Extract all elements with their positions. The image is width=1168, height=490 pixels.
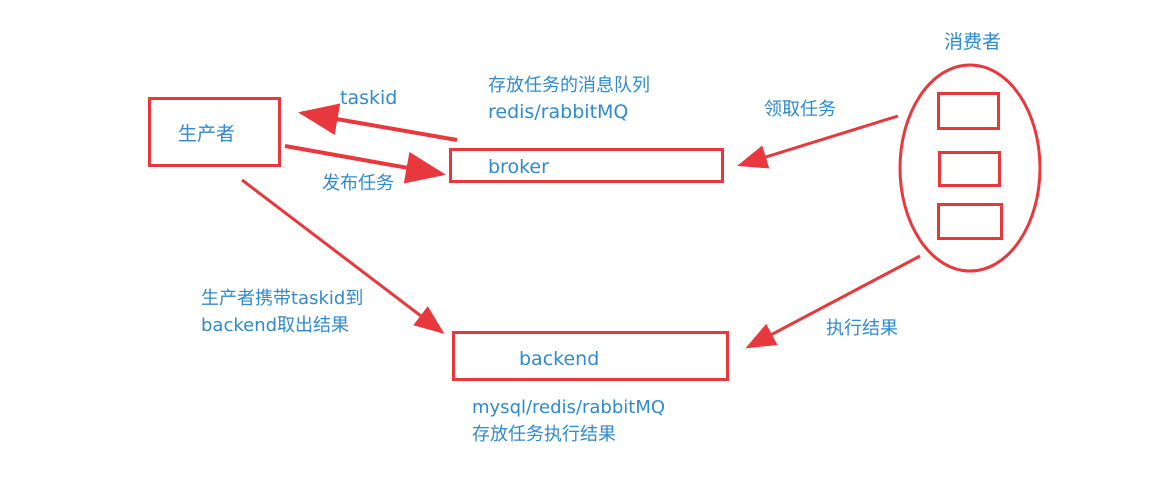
backend-label: backend [519,348,600,370]
broker-desc-line2: redis/rabbitMQ [488,101,629,123]
backend-box [452,331,729,381]
arrow-broker-to-producer [298,103,458,142]
edge-label-exec-result: 执行结果 [826,318,898,339]
broker-desc-line1: 存放任务的消息队列 [488,75,650,96]
edge-label-publish-task: 发布任务 [322,173,394,194]
arrow-producer-to-broker [284,144,446,184]
backend-desc-line1: mysql/redis/rabbitMQ [472,397,666,418]
edge-label-taskid: taskid [340,87,398,109]
consumer-worker-2 [938,151,1001,187]
arrow-consumers-to-broker [737,114,899,169]
consumer-worker-1 [937,92,1000,130]
producer-box [148,97,281,167]
edge-label-fetch-result-line1: 生产者携带taskid到 [201,288,364,309]
producer-label: 生产者 [178,123,236,145]
consumer-group-ellipse [898,63,1042,273]
arrow-consumers-to-backend [745,254,921,349]
consumer-worker-3 [937,203,1003,240]
backend-desc-line2: 存放任务执行结果 [472,424,616,445]
broker-label: broker [488,156,549,178]
arrow-producer-to-backend [241,178,445,334]
edge-label-fetch-task: 领取任务 [764,99,836,120]
broker-box [449,148,724,183]
edge-label-fetch-result-line2: backend取出结果 [201,315,350,336]
consumers-label: 消费者 [944,31,1002,53]
